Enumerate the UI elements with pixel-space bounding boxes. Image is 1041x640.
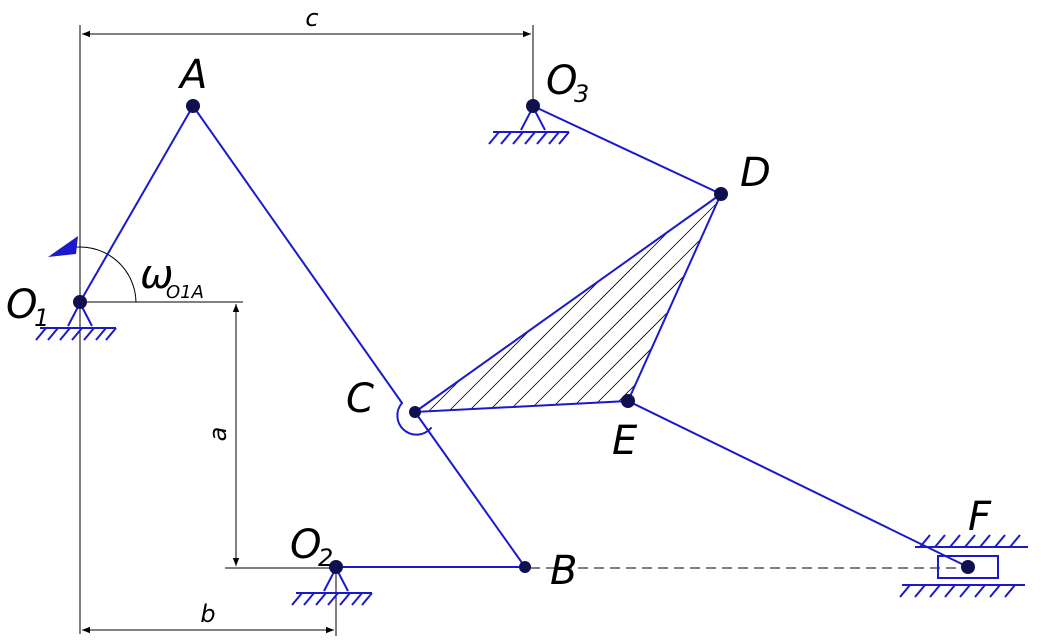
triangle-outline xyxy=(411,191,724,414)
joint-o3 xyxy=(526,99,540,113)
label-f: F xyxy=(968,494,992,540)
label-e: E xyxy=(612,418,638,464)
joint-o1 xyxy=(73,295,87,309)
dimension-label-c: c xyxy=(305,4,318,32)
slider-guides xyxy=(899,534,1028,598)
joint-b xyxy=(519,561,531,573)
link-cde-triangle xyxy=(411,191,724,414)
ground-support-o2 xyxy=(291,565,373,606)
omega-arc xyxy=(61,246,137,303)
dimension-lines xyxy=(79,25,960,636)
link-o3-d xyxy=(532,105,722,195)
label-b: B xyxy=(550,548,577,594)
joint-a xyxy=(186,99,200,113)
joints xyxy=(73,99,975,574)
joint-f xyxy=(961,560,975,574)
link-a-c xyxy=(192,105,403,404)
dimension-label-b: b xyxy=(200,600,215,628)
dimension-label-a: a xyxy=(204,427,232,442)
slider-block-f xyxy=(937,555,999,579)
label-a: A xyxy=(177,52,207,98)
triangle-hatching xyxy=(415,199,721,412)
label-d: D xyxy=(740,150,771,196)
joint-d xyxy=(714,187,728,201)
joint-o2 xyxy=(329,560,343,574)
label-o3: O xyxy=(546,58,577,104)
omega-arrowhead xyxy=(48,236,78,257)
links xyxy=(79,105,969,568)
label-o2: O xyxy=(290,522,321,568)
joint-e xyxy=(621,394,635,408)
label-omega-subscript: O1A xyxy=(166,282,204,303)
label-c: C xyxy=(346,376,374,422)
label-o3-subscript: 3 xyxy=(574,80,589,108)
angular-velocity-indicator xyxy=(48,236,137,303)
link-c-b xyxy=(414,411,526,568)
label-o2-subscript: 2 xyxy=(318,544,333,572)
joint-c-bracket xyxy=(396,402,432,436)
label-omega: ω xyxy=(140,252,174,298)
link-o1-a xyxy=(79,105,194,303)
label-o1-subscript: 1 xyxy=(34,304,49,332)
joint-c xyxy=(409,406,421,418)
link-e-f xyxy=(627,400,969,568)
label-o1: O xyxy=(6,282,37,328)
ground-support-o3 xyxy=(488,104,570,145)
point-labels: A B C D E F O 1 O 2 O 3 ω O1A xyxy=(6,52,992,594)
